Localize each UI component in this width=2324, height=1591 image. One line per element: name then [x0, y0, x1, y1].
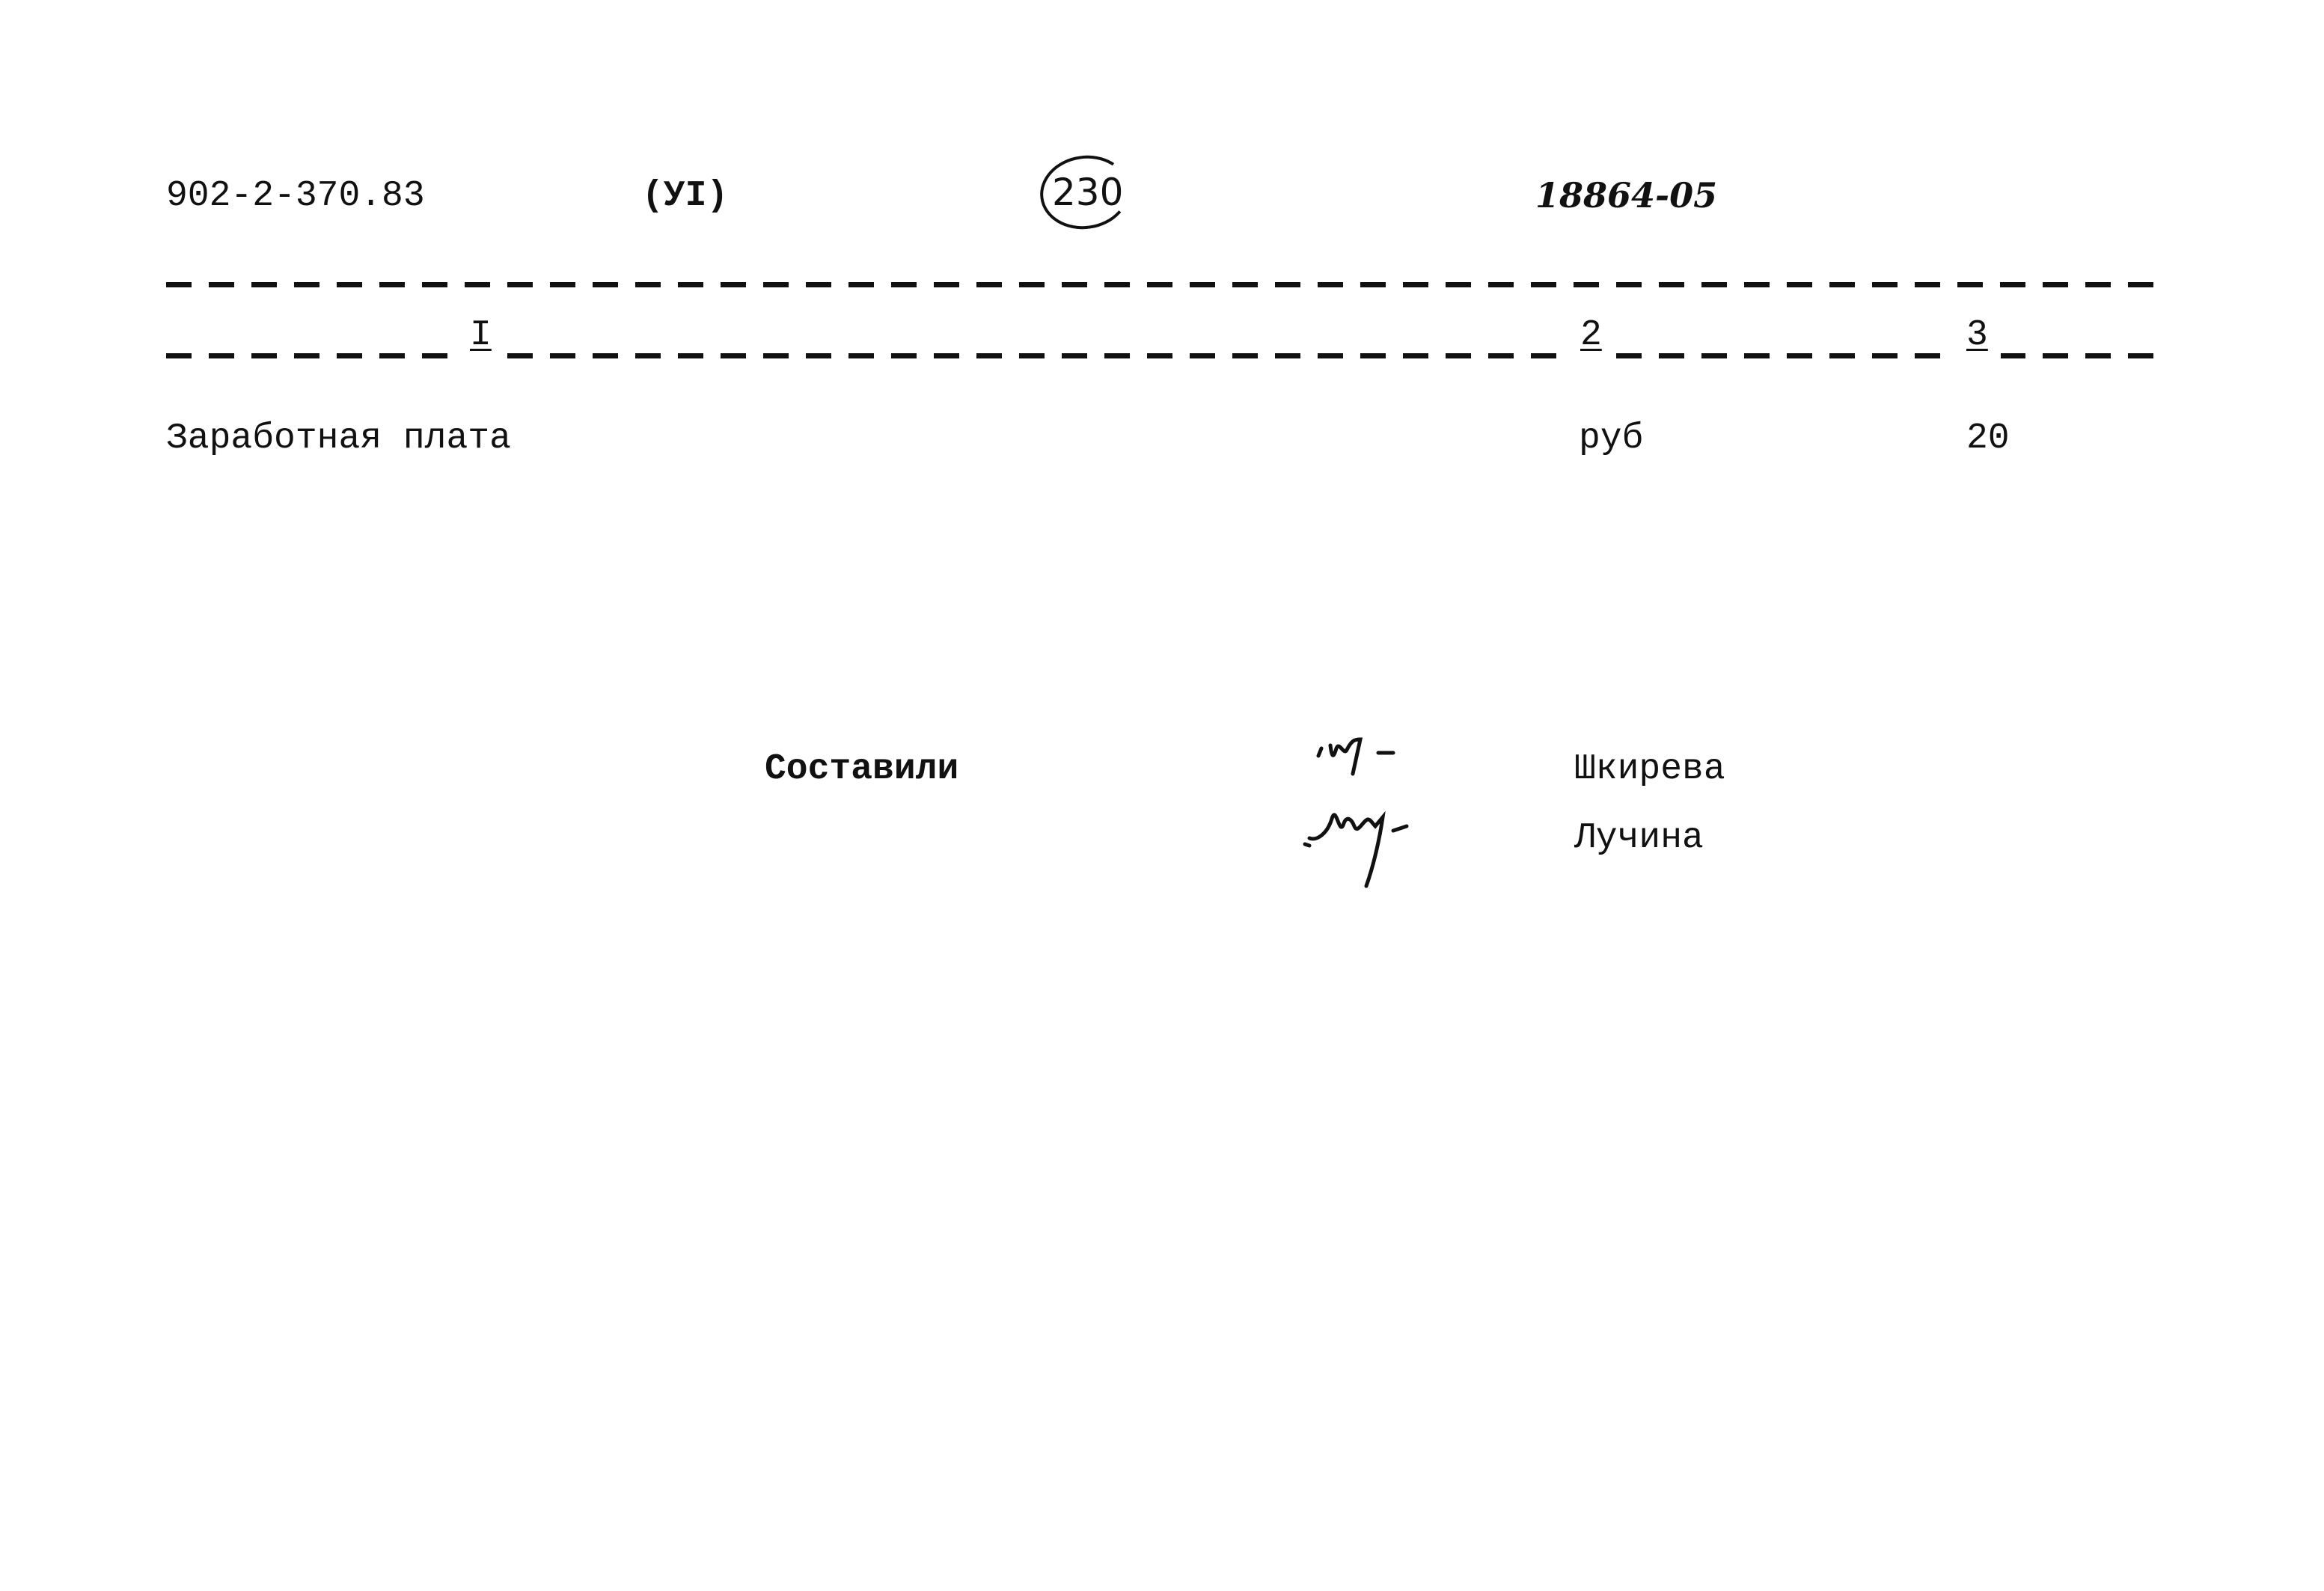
column-number-1: I	[470, 315, 492, 355]
document-code: 902-2-370.83	[166, 176, 425, 216]
handwritten-signature-1	[1316, 737, 1395, 776]
archive-number: 18864-05	[1535, 175, 1718, 216]
column-gap	[1571, 338, 1615, 368]
column-gap	[461, 338, 504, 368]
compiled-by-label: Составили	[765, 749, 959, 790]
column-number-3: 3	[1966, 315, 1988, 355]
section-number: (УI)	[642, 176, 729, 216]
table-header-rule	[166, 353, 2162, 358]
page-number: 230	[1052, 171, 1124, 214]
compiler-name-1: Шкирева	[1574, 749, 1725, 790]
table-top-rule	[166, 282, 2162, 287]
column-number-2: 2	[1580, 315, 1602, 355]
column-gap	[1957, 338, 2001, 368]
row-value: 20	[1966, 418, 2010, 459]
handwritten-signature-2	[1303, 810, 1409, 888]
row-unit: руб	[1579, 418, 1644, 459]
row-name: Заработная плата	[166, 418, 511, 459]
compiler-name-2: Лучина	[1574, 818, 1704, 858]
